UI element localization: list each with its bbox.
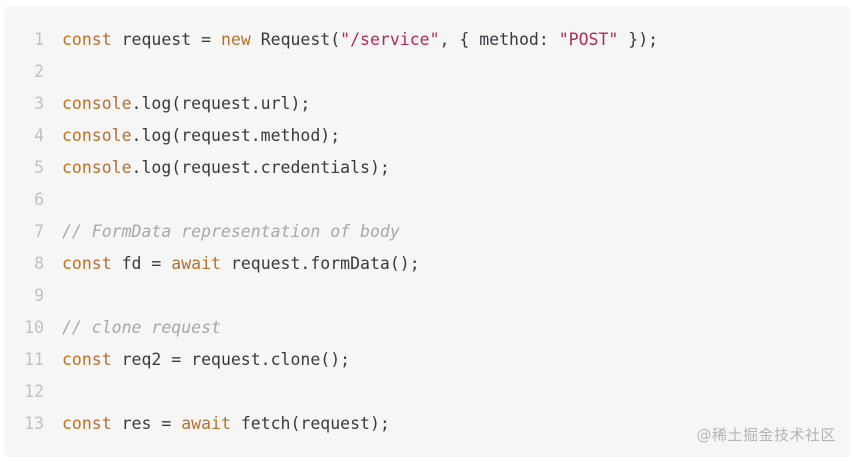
line-code: const req2 = request.clone();	[62, 344, 350, 376]
line-number: 10	[24, 318, 44, 337]
code-token: request.formData();	[220, 254, 420, 273]
code-line: 8 const fd = await request.formData();	[4, 248, 850, 280]
code-token: res =	[111, 414, 182, 433]
code-line: 6	[4, 184, 850, 216]
line-code: console.log(request.credentials);	[62, 152, 390, 184]
string-token: "/service"	[340, 30, 440, 49]
keyword-token: const	[62, 254, 112, 273]
line-number: 2	[34, 62, 44, 81]
line-code: console.log(request.url);	[62, 88, 310, 120]
line-number: 1	[34, 30, 44, 49]
code-token: .log(request.method);	[131, 126, 341, 145]
code-line: 7 // FormData representation of body	[4, 216, 850, 248]
code-line: 9	[4, 280, 850, 312]
line-code: const res = await fetch(request);	[62, 408, 390, 440]
keyword-token: console	[62, 94, 132, 113]
line-number: 5	[34, 158, 44, 177]
code-token: fetch(request);	[230, 414, 390, 433]
code-token: .log(request.credentials);	[131, 158, 390, 177]
line-number: 11	[24, 350, 44, 369]
code-line: 11 const req2 = request.clone();	[4, 344, 850, 376]
line-number: 4	[34, 126, 44, 145]
keyword-token: await	[171, 254, 221, 273]
code-line: 10 // clone request	[4, 312, 850, 344]
line-number: 3	[34, 94, 44, 113]
string-token: "POST"	[558, 30, 619, 49]
line-number: 12	[24, 382, 44, 401]
line-number: 8	[34, 254, 44, 273]
line-code: // FormData representation of body	[62, 216, 400, 248]
line-code: console.log(request.method);	[62, 120, 340, 152]
line-number: 13	[24, 414, 44, 433]
comment-token: // clone request	[62, 318, 221, 337]
code-line: 13 const res = await fetch(request);	[4, 408, 850, 440]
code-block: 1 const request = new Request("/service",…	[4, 6, 850, 457]
code-lines: 1 const request = new Request("/service",…	[4, 24, 850, 440]
code-line: 2	[4, 56, 850, 88]
code-line: 12	[4, 376, 850, 408]
keyword-token: const	[62, 350, 112, 369]
line-number: 9	[34, 286, 44, 305]
code-token: Request(	[250, 30, 341, 49]
watermark: @稀土掘金技术社区	[696, 426, 836, 444]
line-code: // clone request	[62, 312, 221, 344]
code-token: request =	[111, 30, 221, 49]
code-token: .log(request.url);	[131, 94, 311, 113]
comment-token: // FormData representation of body	[62, 222, 400, 241]
code-token: fd =	[111, 254, 172, 273]
code-token: req2 = request.clone();	[111, 350, 351, 369]
keyword-token: const	[62, 414, 112, 433]
line-code: const fd = await request.formData();	[62, 248, 420, 280]
keyword-token: await	[181, 414, 231, 433]
code-line: 5 console.log(request.credentials);	[4, 152, 850, 184]
keyword-token: new	[220, 30, 251, 49]
line-code: const request = new Request("/service", …	[62, 24, 658, 56]
keyword-token: console	[62, 158, 132, 177]
keyword-token: console	[62, 126, 132, 145]
line-number: 7	[34, 222, 44, 241]
line-number: 6	[34, 190, 44, 209]
code-line: 4 console.log(request.method);	[4, 120, 850, 152]
code-token: , { method:	[439, 30, 559, 49]
code-line: 3 console.log(request.url);	[4, 88, 850, 120]
code-token: });	[618, 30, 659, 49]
keyword-token: const	[62, 30, 112, 49]
code-line: 1 const request = new Request("/service",…	[4, 24, 850, 56]
